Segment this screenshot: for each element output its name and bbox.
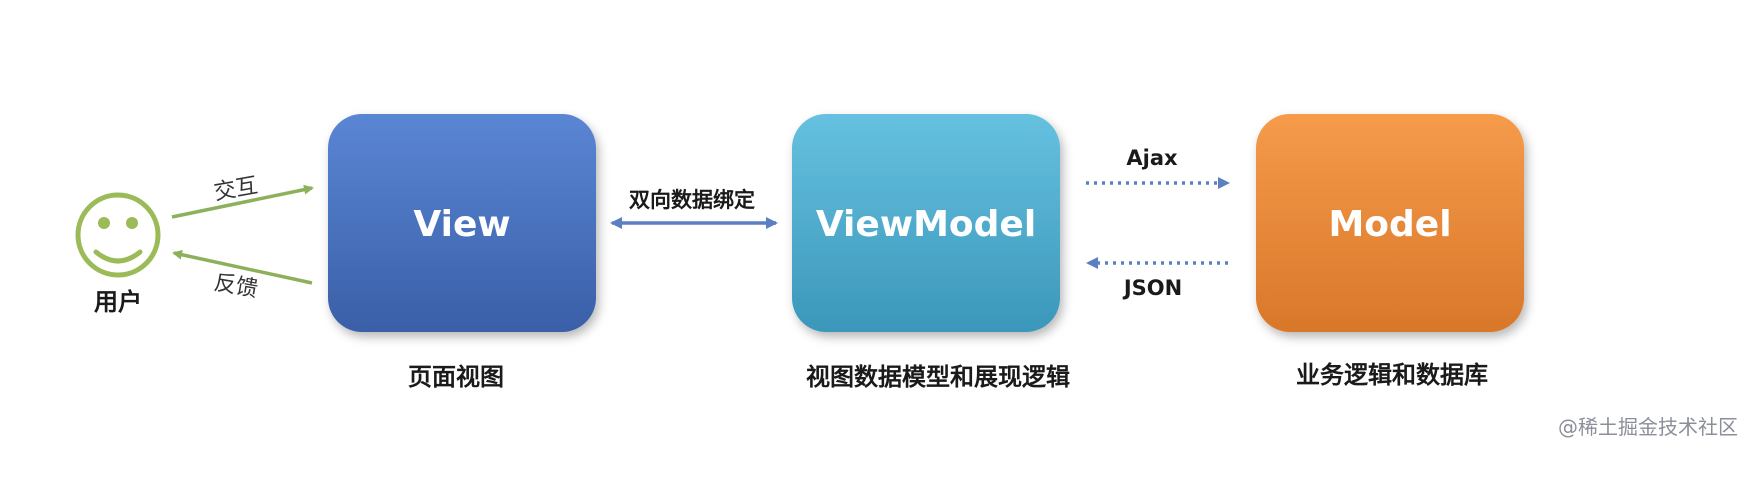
json-label: JSON [1122,276,1182,300]
feedback-arrow [172,249,313,285]
viewmodel-box: ViewModel [792,114,1060,332]
feedback-label: 反馈 [212,270,260,302]
viewmodel-caption: 视图数据模型和展现逻辑 [806,363,1070,391]
ajax-label: Ajax [1126,146,1178,170]
model-box-label: Model [1328,204,1451,245]
viewmodel-box-label: ViewModel [816,204,1036,245]
watermark: @稀土掘金技术社区 [1558,415,1738,439]
model-caption: 业务逻辑和数据库 [1296,361,1488,389]
interact-arrow [171,184,314,219]
binding-label: 双向数据绑定 [629,188,755,212]
smiley-face-icon [75,192,161,278]
user-label: 用户 [94,288,142,316]
view-box-label: View [413,204,510,245]
model-box: Model [1256,114,1524,332]
view-box: View [328,114,596,332]
view-caption: 页面视图 [408,363,504,391]
